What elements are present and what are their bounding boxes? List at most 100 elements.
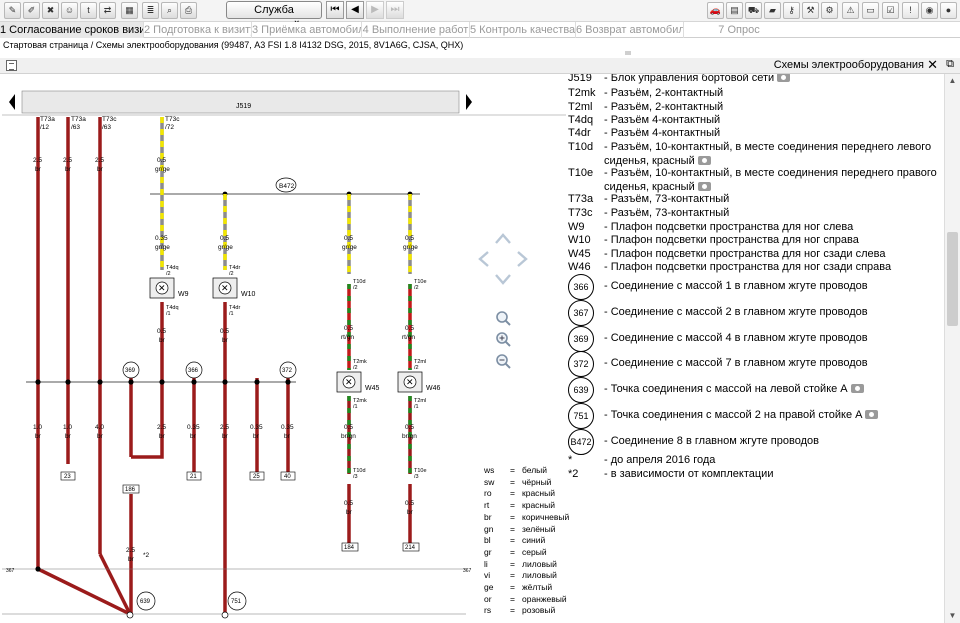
wire-brown	[98, 553, 132, 615]
printer-icon[interactable]: ⎙	[180, 2, 197, 19]
scroll-thumb[interactable]	[947, 232, 958, 326]
panel-title: Схемы электрооборудования	[773, 59, 924, 71]
pan-up-icon[interactable]	[495, 233, 511, 244]
car-key-icon[interactable]: ⚷	[783, 2, 800, 19]
close-icon[interactable]: ✕	[927, 57, 938, 72]
search-icon[interactable]: ⌕	[161, 2, 178, 19]
notes-icon[interactable]: ≣	[142, 2, 159, 19]
truck-icon[interactable]: ⛟	[745, 2, 762, 19]
pen-icon[interactable]: ✐	[23, 2, 40, 19]
t-link-icon[interactable]: t	[80, 2, 97, 19]
legend-text: - Разъём, 73-контактный	[604, 193, 730, 205]
pan-right-icon[interactable]	[517, 251, 528, 267]
clipboard-x-icon[interactable]: ✖	[42, 2, 59, 19]
svg-text:T10e: T10e	[414, 468, 427, 474]
svg-text:25: 25	[253, 474, 260, 480]
zoom-in-icon[interactable]	[496, 332, 511, 347]
scroll-up-icon[interactable]: ▲	[948, 76, 957, 85]
legend-text: - Разъём 4-контактный	[604, 127, 721, 139]
legend-code: W46	[568, 261, 591, 273]
tab-return[interactable]: 6 Возврат автомобиля	[576, 22, 684, 38]
legend-scrollbar[interactable]: ▲ ▼	[944, 74, 960, 623]
scroll-right-icon[interactable]	[466, 94, 472, 110]
svg-text:*2: *2	[143, 552, 150, 559]
camera-icon[interactable]	[865, 410, 879, 419]
car-green-icon[interactable]: ▰	[764, 2, 781, 19]
control-unit-box	[21, 90, 460, 114]
svg-text:gr/ge: gr/ge	[218, 244, 233, 251]
lamp-w46: ✕ W46	[397, 371, 441, 393]
tab-preparation[interactable]: 2 Подготовка к визиту	[144, 22, 252, 38]
tab-quality[interactable]: 5 Контроль качества	[470, 22, 576, 38]
color-code-equals: =	[510, 535, 515, 546]
color-code: gr	[484, 546, 492, 557]
color-code-name: лиловый	[522, 570, 557, 581]
warning-icon[interactable]: ⚠	[842, 2, 859, 19]
tag-icon[interactable]: ✎	[4, 2, 21, 19]
first-record-button[interactable]: ⏮	[326, 1, 344, 19]
document-person-icon[interactable]: ☺	[61, 2, 78, 19]
parts-service-button[interactable]: Служба запчастей	[226, 1, 322, 32]
legend-code: T4dq	[568, 114, 594, 126]
pan-left-icon[interactable]	[478, 251, 489, 267]
blue-disc-icon[interactable]: ●	[940, 2, 957, 19]
alert-doc-icon[interactable]: !	[902, 2, 919, 19]
camera-icon[interactable]	[777, 74, 791, 82]
svg-text:T4dr: T4dr	[229, 305, 240, 311]
camera-icon[interactable]	[697, 181, 711, 191]
book-icon[interactable]: ▤	[726, 2, 743, 19]
globe-icon[interactable]: ◉	[921, 2, 938, 19]
screen-icon[interactable]: ▭	[862, 2, 879, 19]
prev-record-button[interactable]: ◀	[346, 1, 364, 19]
svg-text:br: br	[159, 433, 166, 440]
svg-text:T10d: T10d	[353, 279, 366, 285]
svg-text:/2: /2	[166, 271, 171, 277]
wiring-diagram[interactable]: J519 T73a/12 T73a/63 T73c/63 T73c/72 B47…	[0, 74, 568, 623]
svg-text:br: br	[35, 433, 42, 440]
wire-brown	[37, 567, 131, 616]
tab-survey[interactable]: 7 Опрос	[718, 24, 760, 36]
color-code-name: жёлтый	[522, 582, 553, 592]
camera-icon[interactable]	[850, 384, 864, 393]
ground-369	[122, 361, 140, 379]
car-icon[interactable]: 🚗	[707, 2, 724, 19]
legend-code: W10	[568, 234, 591, 246]
camera-icon[interactable]	[697, 155, 711, 165]
svg-text:0.5: 0.5	[405, 325, 414, 332]
color-code: br	[484, 511, 492, 522]
wrench-icon[interactable]: ⚒	[802, 2, 819, 19]
legend-code: T10e	[568, 167, 594, 179]
footnote-text: - до апреля 2016 года	[604, 454, 716, 466]
last-record-button[interactable]: ⏭	[386, 1, 404, 19]
scroll-left-icon[interactable]	[9, 94, 15, 110]
control-unit-label: J519	[236, 103, 251, 110]
car-wrench-icon[interactable]: ⚙	[821, 2, 838, 19]
checklist-icon[interactable]: ☑	[882, 2, 899, 19]
legend-ground-item: 366- Соединение с массой 1 в главном жгу…	[568, 274, 944, 300]
svg-text:br: br	[346, 509, 353, 516]
breadcrumb: Стартовая страница / Схемы электрооборуд…	[3, 40, 464, 50]
ground-372	[279, 361, 297, 379]
tab-reception[interactable]: 3 Приёмка автомобиля	[252, 22, 362, 38]
svg-text:T4dq: T4dq	[166, 305, 179, 311]
scroll-down-icon[interactable]: ▼	[948, 611, 957, 620]
zoom-fit-icon[interactable]	[496, 311, 511, 326]
legend-code: T73a	[568, 193, 594, 205]
exchange-icon[interactable]: ⇄	[99, 2, 116, 19]
svg-text:W45: W45	[365, 385, 380, 392]
pan-down-icon[interactable]	[495, 274, 511, 285]
next-record-button[interactable]: ▶	[366, 1, 384, 19]
splitter-grip[interactable]	[625, 51, 631, 55]
legend-code: T4dr	[568, 127, 591, 139]
svg-text:/72: /72	[165, 124, 174, 131]
legend-ground-item: 372- Соединение с массой 7 в главном жгу…	[568, 351, 944, 377]
tab-schedule[interactable]: 1 Согласование сроков визита	[0, 22, 144, 38]
svg-text:br: br	[65, 433, 72, 440]
svg-text:✕: ✕	[345, 377, 353, 387]
svg-text:br: br	[284, 433, 291, 440]
undock-icon[interactable]: ⧉	[946, 58, 954, 70]
tab-work[interactable]: 4 Выполнение работ	[362, 22, 470, 38]
panel-menu-icon[interactable]	[6, 60, 17, 71]
zoom-out-icon[interactable]	[496, 354, 511, 369]
calendar-icon[interactable]: ▦	[121, 2, 138, 19]
